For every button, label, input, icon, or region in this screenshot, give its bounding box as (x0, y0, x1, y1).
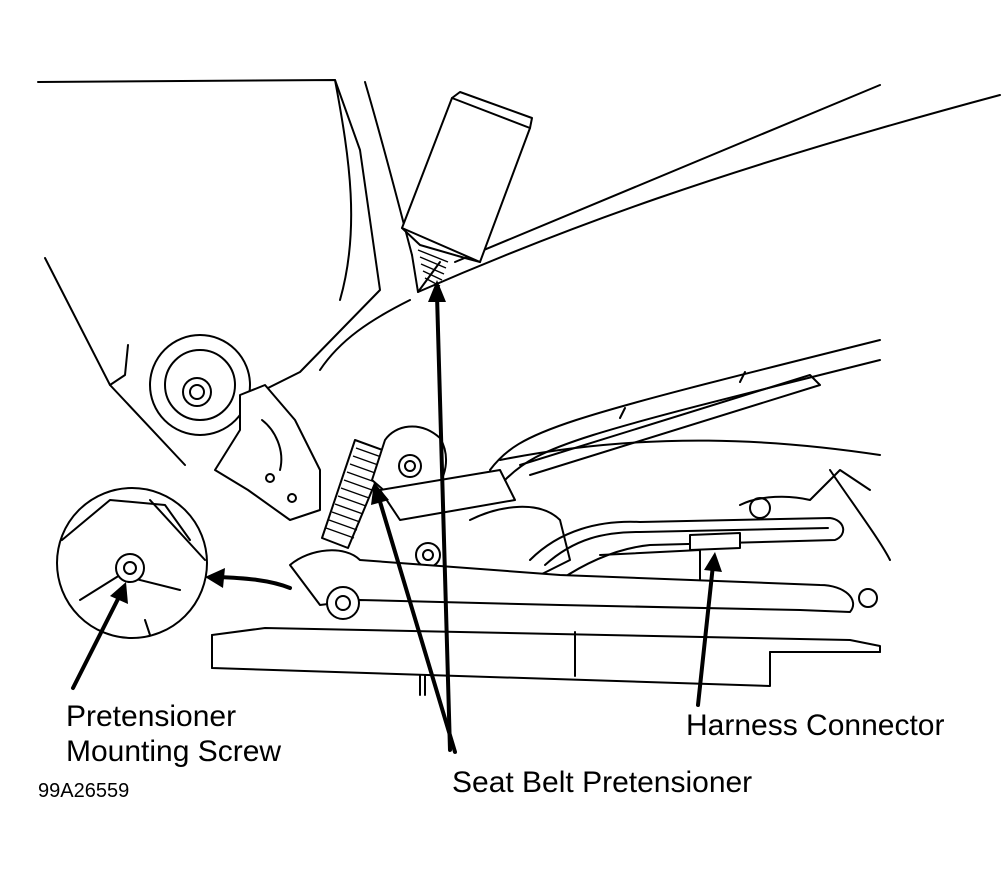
arrow-to-inset (216, 575, 292, 590)
arrow-to-harness-connector (696, 563, 715, 707)
arrow-to-pretensioner-strap (376, 493, 457, 754)
arrow-to-mounting-screw (71, 593, 122, 690)
figure-id: 99A26559 (38, 780, 130, 802)
lower-track (211, 627, 881, 696)
seat-back-trim (319, 84, 1001, 371)
label-pretensioner-mounting-screw-1: Pretensioner (66, 700, 237, 733)
seat-base-cushion (289, 549, 878, 620)
label-pretensioner-mounting-screw-2: Mounting Screw (66, 735, 282, 768)
leader-arrows (71, 280, 722, 754)
harness-cable (529, 517, 845, 581)
recliner-bracket (214, 384, 321, 521)
label-harness-connector: Harness Connector (686, 709, 945, 742)
label-seat-belt-pretensioner: Seat Belt Pretensioner (452, 766, 753, 799)
pretensioner-strap (321, 439, 389, 549)
seat-track-mechanism (469, 469, 891, 581)
detail-inset (56, 487, 208, 639)
arrow-to-buckle-strap (435, 293, 452, 752)
seat-frame-rail (489, 339, 881, 481)
buckle-housing (401, 91, 533, 287)
pretensioner-body (371, 425, 516, 568)
recliner-pivot (149, 334, 251, 436)
